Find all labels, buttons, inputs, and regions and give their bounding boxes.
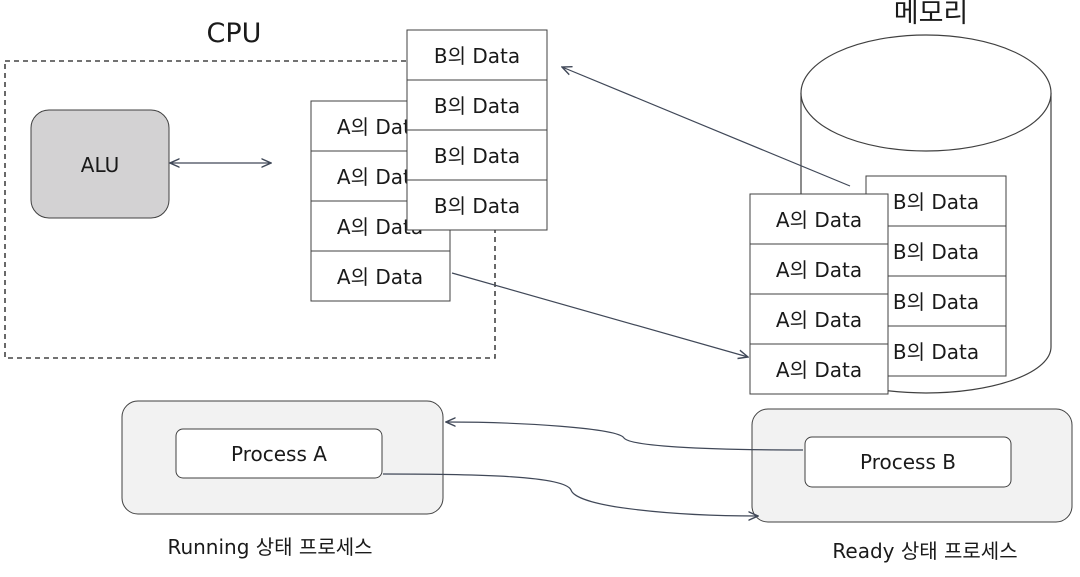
memory-b-stack: B의 Data B의 Data B의 Data B의 Data xyxy=(865,175,1007,377)
cpu-b-row: B의 Data xyxy=(434,94,520,118)
process-a-label: Process A xyxy=(231,442,327,466)
cpu-boundary xyxy=(4,60,496,359)
ready-to-running-arrow xyxy=(446,422,804,451)
memory-a-stack: A의 Data A의 Data A의 Data A의 Data xyxy=(749,193,889,395)
save-a-arrow xyxy=(451,272,748,357)
memory-a-row: A의 Data xyxy=(776,308,862,332)
memory-b-row: B의 Data xyxy=(893,290,979,314)
cpu-b-row: B의 Data xyxy=(434,194,520,218)
memory-a-row: A의 Data xyxy=(776,208,862,232)
cpu-b-row: B의 Data xyxy=(434,144,520,168)
memory-a-row: A의 Data xyxy=(776,258,862,282)
memory-b-row: B의 Data xyxy=(893,340,979,364)
cpu-label: CPU xyxy=(207,18,262,49)
load-b-arrow xyxy=(562,67,851,187)
cpu-a-row: A의 Data xyxy=(337,265,423,289)
memory-b-row: B의 Data xyxy=(893,190,979,214)
process-a-box xyxy=(175,428,383,479)
ready-caption: Ready 상태 프로세스 xyxy=(832,539,1017,563)
process-b-label: Process B xyxy=(860,450,956,474)
memory-a-row: A의 Data xyxy=(776,358,862,382)
running-caption: Running 상태 프로세스 xyxy=(167,535,372,559)
memory-b-row: B의 Data xyxy=(893,240,979,264)
cpu-b-stack: B의 Data B의 Data B의 Data B의 Data xyxy=(406,29,548,231)
cpu-b-row: B의 Data xyxy=(434,44,520,68)
alu-label: ALU xyxy=(81,153,119,177)
memory-label: 메모리 xyxy=(894,0,969,29)
process-b-box xyxy=(804,436,1012,488)
running-to-ready-arrow xyxy=(382,473,758,516)
